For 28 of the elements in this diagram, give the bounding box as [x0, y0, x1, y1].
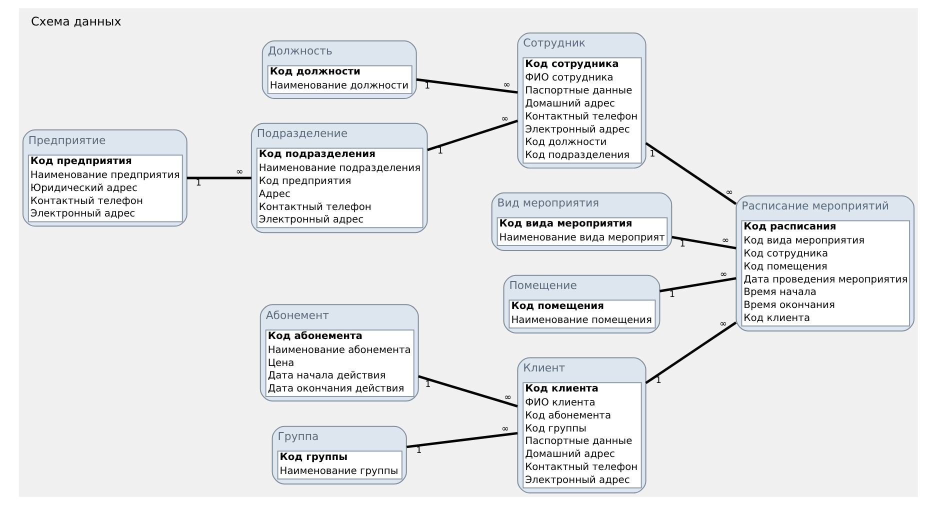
connector	[671, 236, 736, 250]
connector	[659, 277, 736, 292]
label: ∞	[235, 168, 243, 178]
connector	[416, 78, 518, 94]
label: 1	[679, 240, 685, 250]
connector	[644, 142, 736, 205]
connector	[406, 432, 518, 448]
connector	[418, 375, 518, 408]
label: 1	[424, 380, 430, 390]
label: ∞	[719, 270, 727, 280]
label: 1	[416, 446, 422, 456]
label: 1	[436, 146, 443, 157]
label: ∞	[504, 392, 512, 403]
connector	[644, 322, 736, 384]
diagram-title: Схема данных	[30, 14, 121, 29]
label: 1	[649, 149, 655, 160]
label: ∞	[721, 236, 729, 246]
label: ∞	[500, 114, 508, 124]
label: ∞	[718, 320, 726, 330]
label: 1	[424, 82, 430, 92]
label: 1	[655, 376, 661, 386]
label: ∞	[502, 80, 510, 91]
label: ∞	[725, 188, 733, 198]
label: 1	[668, 290, 675, 300]
connector	[426, 120, 518, 152]
label: ∞	[501, 424, 508, 434]
connector	[186, 176, 251, 180]
label: 1	[195, 178, 201, 189]
